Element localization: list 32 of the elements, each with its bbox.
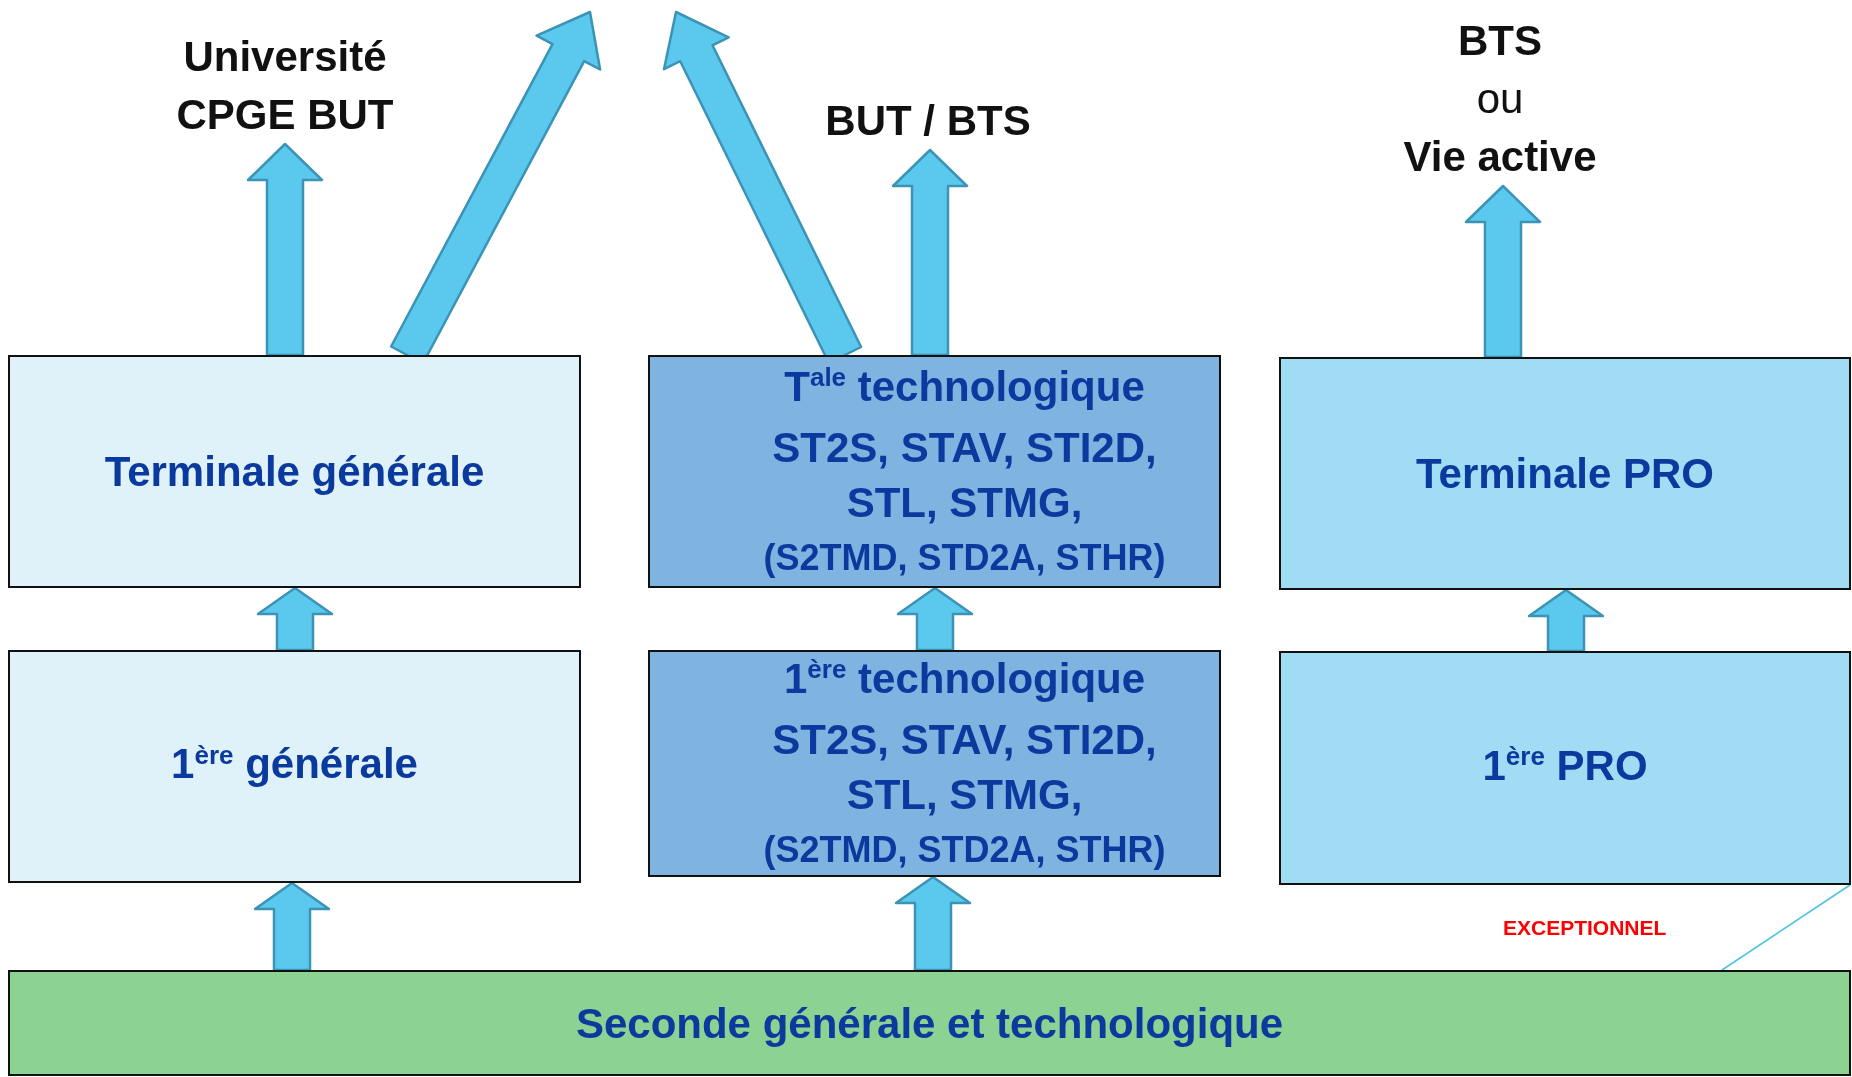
destination-label: Vie active: [1402, 132, 1598, 182]
connector-line: [1721, 884, 1851, 971]
level-title: 1$^{ère}$ technologique: [783, 653, 1146, 704]
level-title: Seconde générale et technologique: [575, 998, 1284, 1049]
destination-label: ou: [1475, 74, 1525, 124]
block-arrow: [1464, 184, 1542, 359]
level-box: [1279, 357, 1851, 590]
block-arrow: [253, 881, 331, 972]
level-title: 1$^{ère}$ générale: [171, 738, 418, 789]
level-title: Terminale générale: [104, 447, 485, 497]
block-arrow: [896, 586, 974, 652]
level-box: [8, 650, 581, 883]
level-title: T$^{ale}$ technologique: [784, 361, 1145, 412]
block-arrow: [256, 586, 334, 652]
track-list: (S2TMD, STD2A, STHR): [763, 821, 1166, 877]
block-arrow: [246, 142, 324, 357]
track-list: (S2TMD, STD2A, STHR): [763, 529, 1166, 585]
level-box: [648, 650, 1221, 877]
level-title: 1$^{ère}$ PRO: [1482, 740, 1648, 791]
block-arrow: [1527, 588, 1605, 653]
destination-label: Université CPGE BUT: [175, 32, 395, 140]
block-arrow: [891, 148, 969, 357]
destination-label: BTS: [1457, 16, 1543, 66]
track-list: ST2S, STAV, STI2D, STL, STMG,: [744, 711, 1185, 822]
block-arrow: [894, 875, 972, 972]
destination-label: BUT / BTS: [824, 96, 1032, 146]
level-box: [8, 355, 581, 588]
level-box: [1279, 651, 1851, 885]
level-box: [648, 355, 1221, 588]
level-title: Terminale PRO: [1416, 449, 1714, 499]
level-box: [8, 970, 1851, 1076]
track-list: ST2S, STAV, STI2D, STL, STMG,: [744, 419, 1185, 530]
